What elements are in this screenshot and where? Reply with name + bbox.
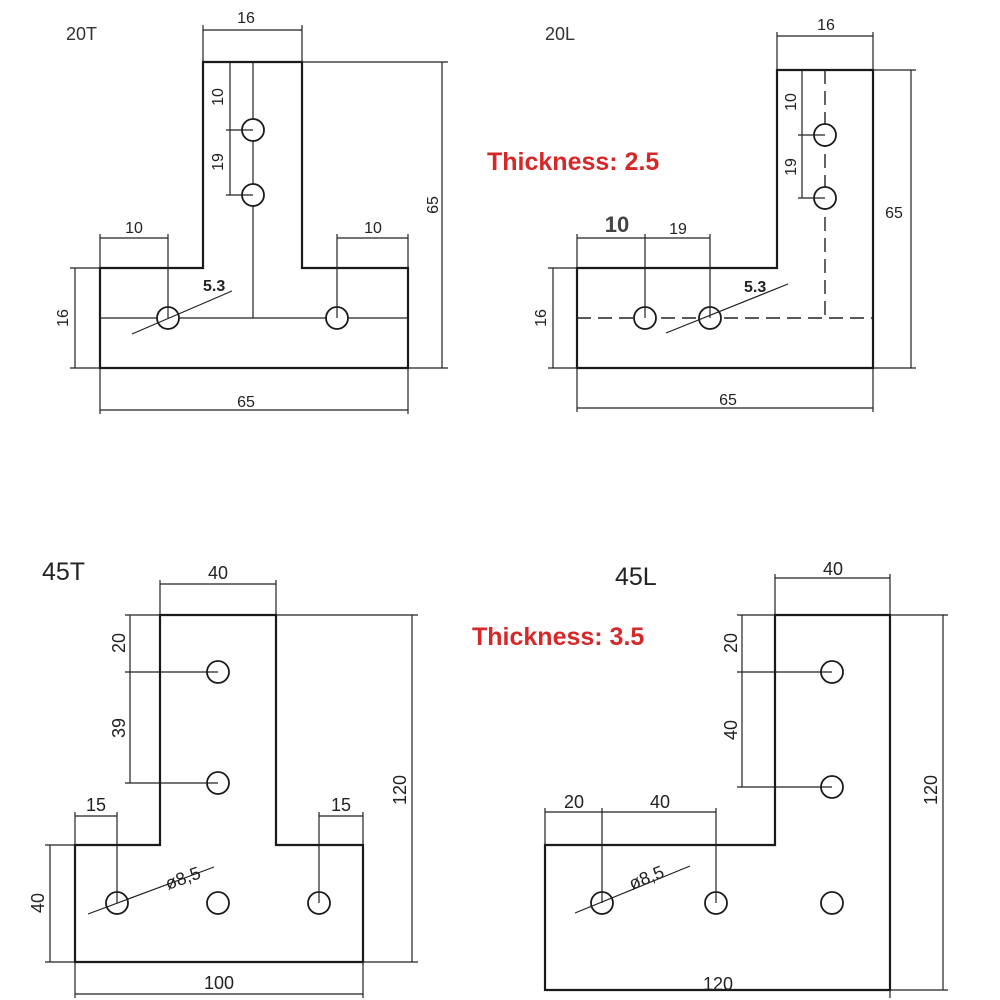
drawing-45l: 45L 40 20 40 20 40 ø8,5 120 — [543, 559, 948, 998]
dim-side-right: 15 — [331, 795, 351, 815]
dim-base-height: 16 — [55, 309, 72, 327]
dim-top-width: 40 — [208, 563, 228, 583]
dim-top-width: 40 — [823, 559, 843, 579]
dim-hole-diameter: 5.3 — [203, 278, 225, 295]
title-45l: 45L — [615, 563, 657, 591]
dim-total-height: 65 — [425, 196, 442, 214]
dim-side-left: 10 — [605, 212, 629, 237]
dim-side-left: 20 — [564, 792, 584, 812]
dim-hole-spacing: 19 — [669, 221, 687, 238]
title-20l: 20L — [545, 24, 575, 44]
drawing-20l: 20L 16 10 19 10 19 5.3 16 — [533, 17, 916, 412]
dim-hole-top: 10 — [210, 88, 227, 106]
dim-side-left: 15 — [86, 795, 106, 815]
dim-total-height: 120 — [921, 775, 941, 805]
title-20t: 20T — [66, 24, 97, 44]
dim-hole-gap: 39 — [109, 718, 129, 738]
plate-20t — [98, 60, 410, 370]
drawing-45t: 45T 40 20 39 15 15 ø8,5 — [28, 558, 418, 998]
dim-hole-gap: 19 — [210, 153, 227, 171]
dim-total-width: 100 — [204, 973, 234, 993]
dim-side-right: 10 — [364, 220, 382, 237]
drawing-20t: 20T 16 10 19 10 10 5.3 — [55, 10, 448, 414]
dim-base-height: 16 — [533, 309, 550, 327]
dim-hole-gap: 19 — [783, 158, 800, 176]
dim-hole-top: 20 — [109, 633, 129, 653]
dim-total-width: 65 — [719, 392, 737, 409]
dim-base-height: 40 — [28, 893, 48, 913]
dim-hole-gap: 40 — [721, 720, 741, 740]
dim-total-height: 65 — [885, 205, 903, 222]
dim-hole-spacing: 40 — [650, 792, 670, 812]
dim-total-width: 120 — [703, 974, 733, 994]
dim-total-width: 65 — [237, 394, 255, 411]
dim-total-height: 120 — [390, 775, 410, 805]
dim-hole-diameter: 5.3 — [744, 279, 766, 296]
dim-top-width: 16 — [817, 17, 835, 34]
thickness-label-top: Thickness: 2.5 — [487, 148, 659, 176]
dim-hole-top: 10 — [783, 93, 800, 111]
dim-hole-top: 20 — [721, 633, 741, 653]
dim-top-width: 16 — [237, 10, 255, 27]
dim-side-left: 10 — [125, 220, 143, 237]
hole — [820, 891, 844, 915]
hole — [206, 891, 230, 915]
title-45t: 45T — [42, 558, 85, 586]
thickness-label-bottom: Thickness: 3.5 — [472, 623, 644, 651]
